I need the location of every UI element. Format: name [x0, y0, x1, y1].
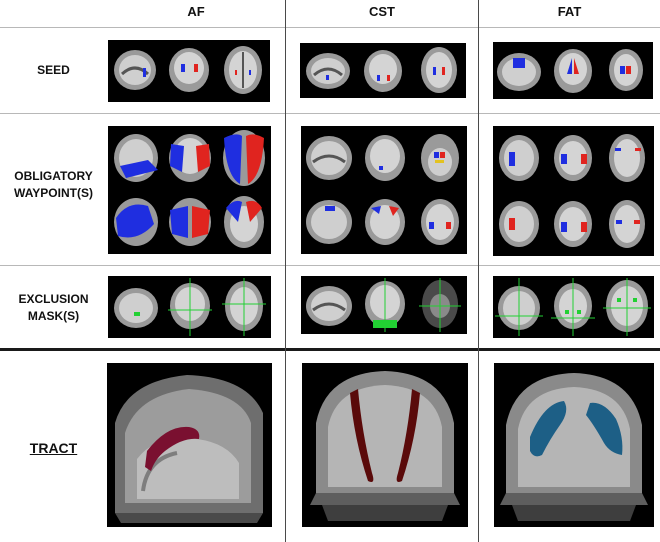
- row-label-exclusion-line1: EXCLUSION: [18, 292, 89, 306]
- row-divider: [0, 27, 660, 28]
- tract-render-af: [107, 363, 272, 527]
- seed-af-slices: [114, 46, 262, 94]
- sagittal-slice: [114, 288, 158, 328]
- row-label-waypoint: OBLIGATORY WAYPOINT(S): [0, 168, 107, 202]
- sagittal-slice-top: [114, 134, 158, 182]
- coronal-slice-bottom: [554, 201, 592, 247]
- seed-cst-slices: [306, 47, 457, 93]
- sagittal-slice-bottom: [114, 198, 158, 246]
- seed-panel-cst: [300, 43, 466, 98]
- column-divider: [285, 0, 286, 542]
- column-header-fat: FAT: [557, 4, 582, 19]
- coronal-slice: [364, 50, 402, 92]
- coronal-slice: [168, 278, 212, 336]
- coronal-slice: [169, 48, 209, 92]
- waypoint-panel-fat: [493, 126, 654, 256]
- axial-slice-top: [421, 134, 459, 182]
- sagittal-slice-bottom: [499, 201, 539, 247]
- row-label-waypoint-line2: WAYPOINT(S): [14, 186, 93, 200]
- waypoint-af-slices: [114, 130, 265, 248]
- row-label-exclusion: EXCLUSION MASK(S): [0, 291, 107, 325]
- coronal-slice: [554, 49, 592, 93]
- sagittal-slice: [114, 50, 156, 90]
- row-label-tract-text: TRACT: [29, 440, 78, 456]
- axial-slice-bottom: [609, 200, 645, 248]
- row-divider: [0, 113, 660, 114]
- seed-fat-slices: [497, 49, 643, 93]
- tract-render-fat: [494, 363, 654, 527]
- axial-slice: [421, 47, 457, 93]
- waypoint-panel-af: [108, 126, 271, 254]
- column-divider: [478, 0, 479, 542]
- coronal-slice-top: [554, 135, 592, 181]
- coronal-slice-bottom: [169, 198, 211, 246]
- axial-slice-bottom: [421, 199, 459, 245]
- sagittal-slice: [497, 53, 541, 91]
- axial-slice: [609, 49, 643, 91]
- column-header-cst: CST: [369, 4, 395, 19]
- coronal-slice-bottom: [365, 199, 405, 245]
- axial-slice-top: [609, 134, 645, 182]
- axial-slice: [222, 278, 266, 336]
- exclusion-af-slices: [114, 278, 266, 336]
- coronal-slice-top: [365, 135, 405, 181]
- axial-slice-bottom: [224, 196, 264, 248]
- waypoint-panel-cst: [301, 126, 467, 254]
- axial-slice-top: [223, 130, 265, 186]
- exclusion-fat-slices: [495, 278, 651, 336]
- axial-slice: [419, 278, 461, 332]
- tract-render-cst: [302, 363, 468, 527]
- fat-tract-3d: [500, 373, 648, 521]
- axial-slice: [603, 278, 651, 336]
- row-divider: [0, 265, 660, 266]
- sagittal-slice: [306, 286, 352, 326]
- column-header-af: AF: [187, 4, 205, 19]
- seed-panel-af: [108, 40, 270, 102]
- axial-slice: [224, 46, 262, 94]
- tract-divider: [0, 348, 660, 351]
- sagittal-slice-bottom: [306, 200, 352, 244]
- waypoint-cst-slices: [306, 134, 459, 245]
- row-label-exclusion-line2: MASK(S): [27, 309, 80, 323]
- row-label-seed-text: SEED: [37, 63, 70, 77]
- exclusion-panel-cst: [301, 276, 467, 334]
- sagittal-slice-top: [306, 136, 352, 180]
- row-label-waypoint-line1: OBLIGATORY: [14, 169, 93, 183]
- exclusion-cst-slices: [306, 278, 461, 332]
- coronal-slice-top: [169, 134, 211, 182]
- waypoint-fat-slices: [499, 134, 645, 248]
- cst-tract-3d: [310, 371, 460, 521]
- exclusion-panel-fat: [493, 276, 654, 338]
- coronal-slice: [551, 278, 595, 336]
- sagittal-slice: [306, 53, 350, 89]
- row-label-tract: TRACT: [0, 440, 107, 457]
- coronal-slice: [365, 278, 405, 332]
- exclusion-panel-af: [108, 276, 271, 338]
- seed-panel-fat: [493, 42, 653, 99]
- af-tract-3d: [115, 375, 263, 523]
- sagittal-slice: [495, 278, 543, 336]
- row-label-seed: SEED: [0, 62, 107, 79]
- sagittal-slice-top: [499, 135, 539, 181]
